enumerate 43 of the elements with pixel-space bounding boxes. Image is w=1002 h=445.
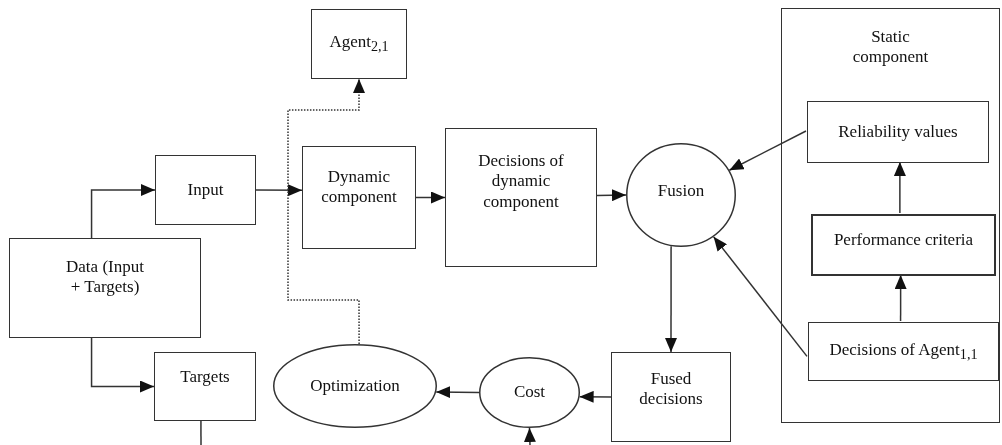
process-box (155, 155, 256, 225)
node-label: Performance criteria (832, 230, 975, 251)
node-label: Decisions of dynamic component (477, 151, 565, 213)
process-box (311, 9, 407, 79)
node-label: Targets (179, 367, 231, 388)
node-label: Data (Input + Targets) (65, 257, 145, 298)
process-ellipse (273, 344, 437, 428)
dotted-arrow (287, 78, 365, 345)
node-label: Fused decisions (638, 369, 704, 410)
process-box (9, 238, 201, 338)
arrow (894, 274, 907, 322)
process-box (807, 101, 989, 163)
process-box (811, 214, 996, 276)
process-box (611, 352, 731, 442)
arrow (728, 130, 807, 171)
process-ellipse (626, 143, 736, 247)
node-label: Input (186, 179, 225, 201)
node-label: Agent$_{2,1}$ (328, 32, 390, 56)
connector-line (200, 420, 202, 445)
node-label: Reliability values (837, 121, 959, 143)
arrow (435, 386, 480, 399)
arrow (578, 390, 612, 403)
node-label: Optimization (309, 375, 401, 397)
group-heading: Static component (851, 27, 930, 68)
process-box (808, 322, 999, 381)
node-label: Decisions of Agent$_{1,1}$ (828, 339, 979, 364)
arrow (255, 184, 303, 197)
arrow (90, 184, 156, 239)
arrow (893, 161, 906, 214)
arrow (712, 236, 808, 358)
node-label: Cost (512, 382, 547, 403)
arrow (665, 245, 677, 353)
group-container (781, 8, 1000, 423)
arrow (523, 427, 536, 445)
arrow (415, 191, 446, 204)
node-label: Dynamic component (320, 167, 398, 208)
process-ellipse (479, 357, 580, 428)
node-label: Fusion (656, 181, 706, 202)
process-box (154, 352, 256, 421)
process-box (302, 146, 416, 249)
arrow (90, 337, 155, 393)
process-box (445, 128, 597, 267)
arrow (596, 189, 627, 202)
